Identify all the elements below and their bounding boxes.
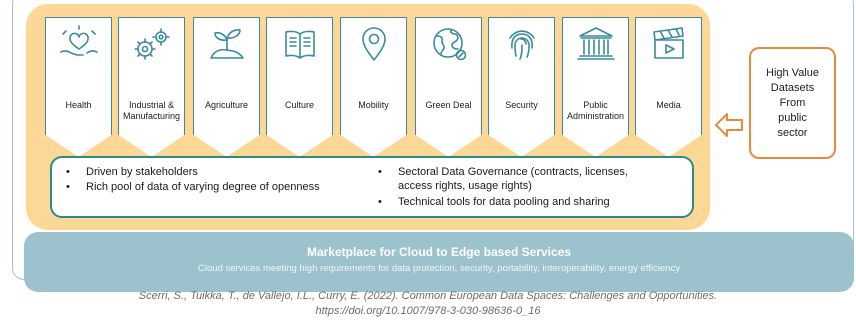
globe-icon — [433, 28, 467, 61]
sector-mobility: Mobility — [340, 17, 407, 157]
citation: Scerri, S., Tuikka, T., de Vallejo, I.L.… — [138, 290, 718, 317]
sector-label: Agriculture — [204, 100, 249, 110]
feature-item: Rich pool of data of varying degree of o… — [66, 180, 320, 194]
sector-health: Health — [45, 17, 112, 157]
feature-item: Sectoral Data Governance (contracts, lic… — [378, 165, 628, 193]
sector-media: Media — [635, 17, 702, 157]
sector-agriculture: Agriculture — [193, 17, 260, 157]
sector-label: Mobility — [358, 100, 389, 110]
seedling-icon — [210, 29, 244, 59]
arrow-left-icon — [715, 113, 743, 137]
book-icon — [285, 30, 315, 59]
sector-label: Industrial & Manufacturing — [122, 100, 181, 121]
marketplace-subtitle: Cloud services meeting high requirements… — [198, 263, 680, 274]
features-box: Driven by stakeholders Rich pool of data… — [50, 156, 694, 218]
sector-row: Health Industrial & Manufacturing Agricu… — [45, 17, 702, 157]
heart-hands-icon — [60, 25, 98, 56]
sector-security: Security — [488, 17, 555, 157]
sector-label: Culture — [284, 100, 314, 110]
high-value-datasets-label: High Value Datasets From public sector — [766, 66, 819, 139]
fingerprint-icon — [509, 30, 535, 60]
high-value-datasets-box: High Value Datasets From public sector — [749, 47, 836, 159]
map-pin-icon — [362, 27, 386, 61]
sector-label: Public Administration — [566, 100, 625, 121]
sector-label: Green Deal — [425, 100, 472, 110]
marketplace-title: Marketplace for Cloud to Edge based Serv… — [306, 245, 572, 259]
clapperboard-icon — [653, 27, 684, 59]
sector-industrial-manufacturing: Industrial & Manufacturing — [118, 17, 185, 157]
sector-label: Media — [656, 100, 681, 110]
sector-culture: Culture — [266, 17, 333, 157]
gears-icon — [134, 28, 170, 60]
feature-item: Driven by stakeholders — [66, 165, 198, 179]
sector-label: Health — [65, 100, 92, 110]
feature-item: Technical tools for data pooling and sha… — [378, 195, 610, 209]
marketplace-banner: Marketplace for Cloud to Edge based Serv… — [24, 232, 854, 292]
government-building-icon — [577, 27, 615, 60]
sector-green-deal: Green Deal — [415, 17, 482, 157]
sector-public-administration: Public Administration — [562, 17, 629, 157]
sector-label: Security — [505, 100, 538, 110]
